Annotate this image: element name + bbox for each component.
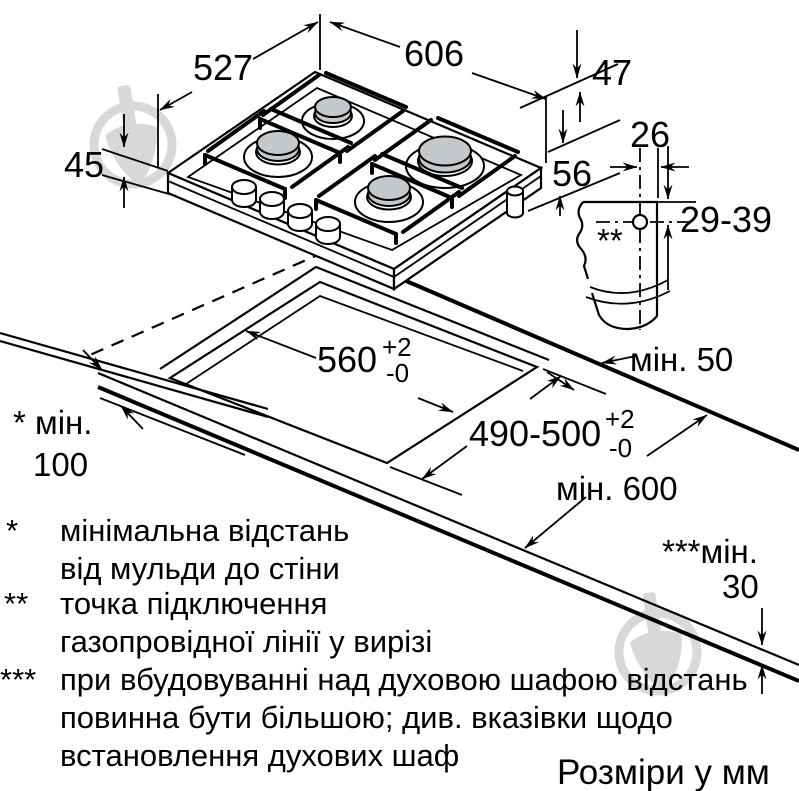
dim-26: 26 xyxy=(630,114,670,155)
break-line xyxy=(585,290,671,305)
worktop-cutout xyxy=(167,280,540,465)
tolerance-minus: -0 xyxy=(386,358,409,388)
knob xyxy=(259,191,285,220)
clearance-min100-value: 100 xyxy=(33,446,88,483)
dim-29-39: 29-39 xyxy=(680,199,772,240)
control-knobs xyxy=(231,179,341,245)
dim-47: 47 xyxy=(592,52,632,93)
dimension-labels: 527 606 47 45 56 26 29-39 ** 560 +2 -0 4… xyxy=(13,33,772,605)
knob xyxy=(287,203,313,232)
dim-cutout-depth: 490-500 xyxy=(469,413,601,454)
cutout-outer-rim xyxy=(159,265,550,370)
footnote-line: від мульди до стіни xyxy=(60,551,340,586)
clearance-min100-label: * мін. xyxy=(13,404,92,441)
burner-right xyxy=(405,135,485,189)
burner-cap xyxy=(256,130,300,156)
dimension-lines xyxy=(82,14,767,694)
clearance-min30-label: ***мін. xyxy=(662,533,758,570)
footnote-marker: ** xyxy=(4,586,28,621)
footnote-line: точка підключення xyxy=(60,586,327,621)
tolerance-plus: +2 xyxy=(382,332,412,362)
footnote-line: повинна бути більшою; див. вказівки щодо xyxy=(60,700,673,735)
dim-56: 56 xyxy=(552,153,592,194)
dim-45: 45 xyxy=(64,144,104,185)
dim-527: 527 xyxy=(193,47,253,88)
footnote-line: при вбудовуванні над духовою шафою відст… xyxy=(60,662,748,697)
gas-connection-detail xyxy=(575,148,696,331)
hob-foot xyxy=(506,185,524,219)
footnote-line: мінімальна відстань xyxy=(60,513,349,548)
pan-support-grate xyxy=(203,71,520,245)
burner-front xyxy=(354,175,424,223)
shop-watermark-icon xyxy=(89,85,177,189)
connection-marker: ** xyxy=(597,222,623,259)
dim-606: 606 xyxy=(404,33,464,74)
knob xyxy=(315,216,341,245)
tolerance-plus: +2 xyxy=(605,404,635,434)
projection-dashed-line xyxy=(89,241,346,357)
clearance-min600: мін. 600 xyxy=(556,470,678,507)
footnote-line: встановлення духових шаф xyxy=(60,738,459,773)
footnote-line: газопровідної лінії у вирізі xyxy=(60,624,432,659)
worktop-back-edge xyxy=(382,269,799,452)
dim-cutout-width: 560 xyxy=(317,339,377,380)
burner-cap xyxy=(314,96,352,118)
break-line xyxy=(589,279,669,294)
clearance-min30-value: 30 xyxy=(722,568,759,605)
clearance-min50: мін. 50 xyxy=(630,341,733,378)
units-note: Розміри у мм xyxy=(557,753,770,791)
wall-line xyxy=(0,331,269,411)
worktop-front-edge xyxy=(97,371,799,667)
hob-drawing xyxy=(165,70,544,292)
burner-left xyxy=(243,130,313,178)
footnote-marker: *** xyxy=(0,662,36,697)
gas-connection-point xyxy=(631,213,649,231)
footnotes: * мінімальна відстань від мульди до стін… xyxy=(0,513,770,791)
knob xyxy=(231,179,257,208)
tolerance-minus: -0 xyxy=(609,433,632,463)
footnote-marker: * xyxy=(6,513,18,548)
burner-cap xyxy=(367,175,411,201)
worktop-drawing xyxy=(0,241,799,683)
burner-cap xyxy=(418,135,472,167)
shop-watermark-icon xyxy=(614,592,702,696)
